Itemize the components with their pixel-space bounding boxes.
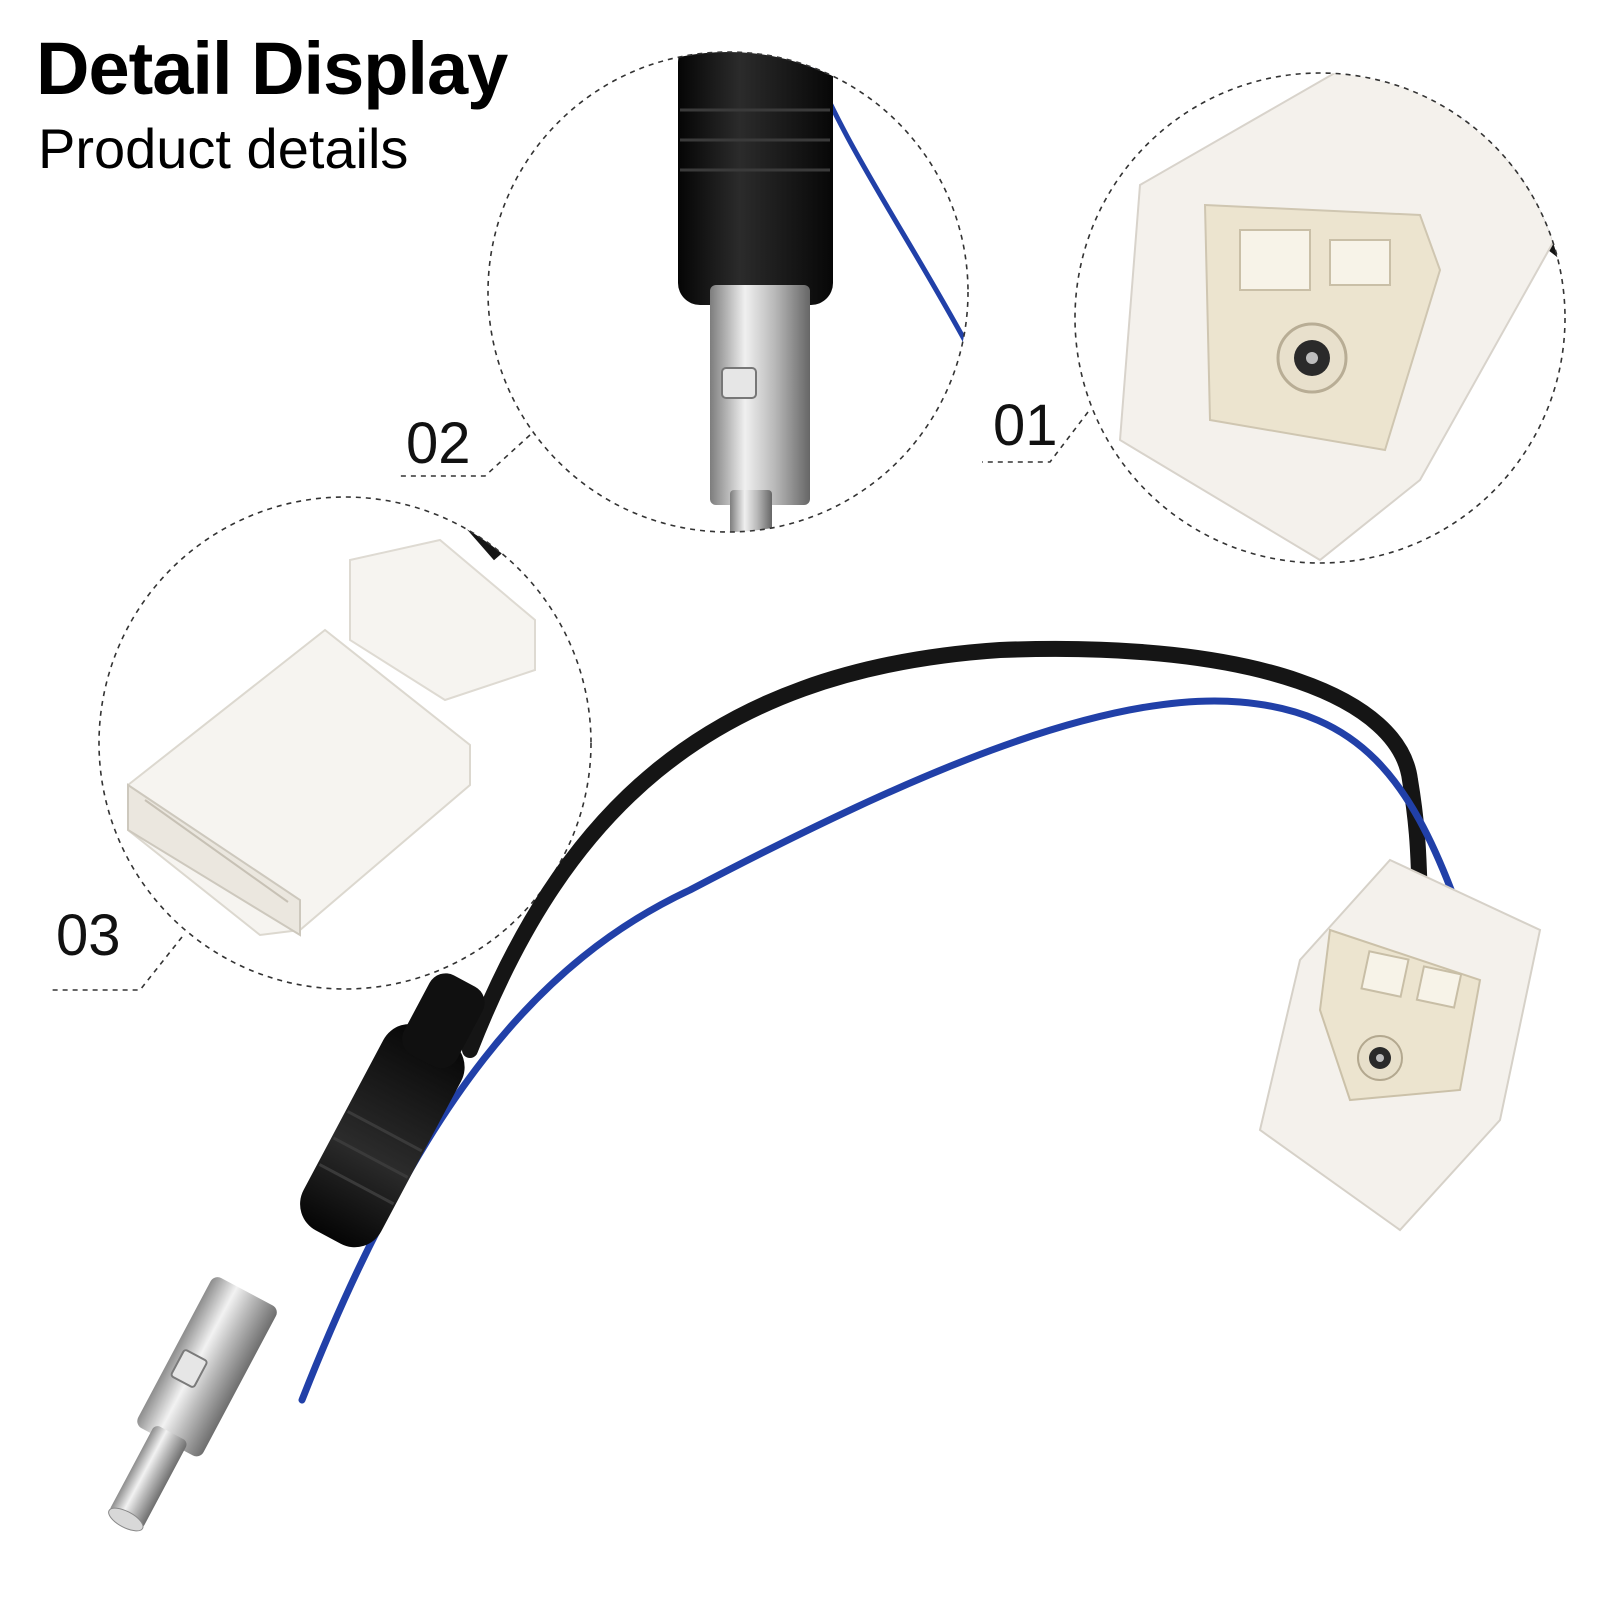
detail-circle-02 (400, 51, 969, 533)
blue-wire (298, 697, 1459, 1404)
rubber-boot (300, 973, 485, 1248)
callout-label-01: 01 (993, 393, 1058, 458)
callout-label-02: 02 (406, 411, 471, 476)
page-subtitle: Product details (38, 117, 409, 180)
detail-circle-01 (982, 72, 1566, 564)
metal-plug (108, 1277, 277, 1532)
antenna-adapter-cable (108, 640, 1542, 1532)
callout-label-03: 03 (56, 903, 121, 968)
page-title: Detail Display (36, 27, 508, 110)
black-cable (462, 640, 1428, 1058)
socket-connector (1258, 858, 1542, 1232)
detail-circle-03 (50, 496, 592, 991)
